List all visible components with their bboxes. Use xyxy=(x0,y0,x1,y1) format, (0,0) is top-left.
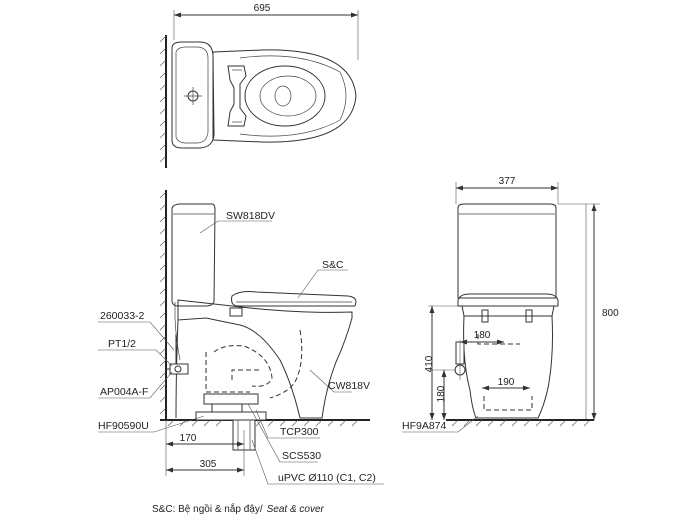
leader-socket xyxy=(247,403,318,463)
dim-410-lines xyxy=(428,305,458,420)
outlet-socket xyxy=(203,393,259,405)
leader-tank xyxy=(199,220,272,234)
dim-label-170: 170 xyxy=(180,433,197,444)
bowl-front xyxy=(463,315,553,419)
bowl-opening-top xyxy=(259,75,317,117)
leader-flange xyxy=(98,415,205,433)
label-thread: PT1/2 xyxy=(108,338,136,350)
leader-pipe xyxy=(251,439,384,485)
leader-stop-valve xyxy=(98,371,173,399)
bowl-outline-top xyxy=(212,49,357,143)
label-front-flange: HF9A874 xyxy=(402,420,447,432)
bowl-rim-top xyxy=(244,65,326,127)
label-seat: S&C xyxy=(322,259,344,271)
tank-outline-top xyxy=(171,41,215,149)
top-view-wall-hatch xyxy=(159,35,167,163)
dim-label-180-upper: 180 xyxy=(474,330,491,341)
label-socket: SCS530 xyxy=(282,450,321,462)
label-tank: SW818DV xyxy=(226,210,275,222)
dim-180-upper-lines xyxy=(459,339,504,380)
label-pipe: uPVC Ø110 (C1, C2) xyxy=(278,472,376,484)
floor-flange-side xyxy=(195,411,267,421)
label-floor-pipe: TCP300 xyxy=(280,426,319,438)
dim-label-410: 410 xyxy=(424,355,435,372)
dim-label-305: 305 xyxy=(200,459,217,470)
dim-170-lines xyxy=(166,430,245,450)
leader-thread xyxy=(98,349,173,367)
front-inner-dash xyxy=(477,334,520,345)
bowl-side xyxy=(177,299,353,419)
label-bowl: CW818V xyxy=(328,380,370,392)
dim-label-190: 190 xyxy=(498,377,515,388)
seat-front xyxy=(457,293,559,307)
dim-label-800: 800 xyxy=(602,308,619,319)
trapway-upper xyxy=(231,369,262,380)
side-view-wall-hatch xyxy=(159,191,167,415)
tank-side xyxy=(171,203,216,307)
trapway-channel xyxy=(205,352,250,393)
tank-lid-top xyxy=(175,46,209,144)
dim-label-180-lower: 180 xyxy=(436,385,447,402)
front-height-dimension xyxy=(558,203,600,420)
side-view: 170 305 SW818DV S&C CW818V 260033-2 PT1/… xyxy=(98,190,384,485)
leader-floor-pipe xyxy=(255,409,320,439)
top-width-dimension xyxy=(173,10,359,60)
label-flange: HF90590U xyxy=(98,420,149,432)
tank-front xyxy=(457,203,557,299)
trapway-inner xyxy=(213,345,273,387)
dim-305-lines xyxy=(165,420,245,476)
front-base-dash xyxy=(483,396,533,411)
front-view-floor-hatch xyxy=(451,419,591,427)
stop-valve xyxy=(169,363,189,375)
outlet-adapter xyxy=(211,403,243,413)
leader-seat xyxy=(297,269,348,299)
caption: S&C: Bệ ngồi & nắp đậy/Seat & cover xyxy=(152,502,325,515)
caption-text: S&C: Bệ ngồi & nắp đậy/Seat & cover xyxy=(152,502,325,515)
leader-bowl xyxy=(309,369,352,393)
drain-hole-top xyxy=(274,85,292,107)
front-width-dimension xyxy=(455,182,559,204)
seat-hinge-side xyxy=(229,307,243,317)
label-supply-valve: 260033-2 xyxy=(100,310,145,322)
top-view: 695 xyxy=(159,3,359,168)
leader-front-flange xyxy=(402,415,479,433)
seat-ring-front xyxy=(461,305,555,317)
seat-outline-top xyxy=(239,55,347,137)
trapway-outer xyxy=(269,329,303,399)
label-stop-valve: AP004A-F xyxy=(100,386,148,398)
front-view: 377 800 180 xyxy=(402,176,619,433)
seat-hinge-top xyxy=(227,65,247,127)
leader-supply-valve xyxy=(98,321,175,351)
seat-cover-side xyxy=(231,291,357,307)
dim-190-lines xyxy=(482,385,530,391)
dim-label-695: 695 xyxy=(254,3,271,14)
dim-label-377: 377 xyxy=(499,176,516,187)
